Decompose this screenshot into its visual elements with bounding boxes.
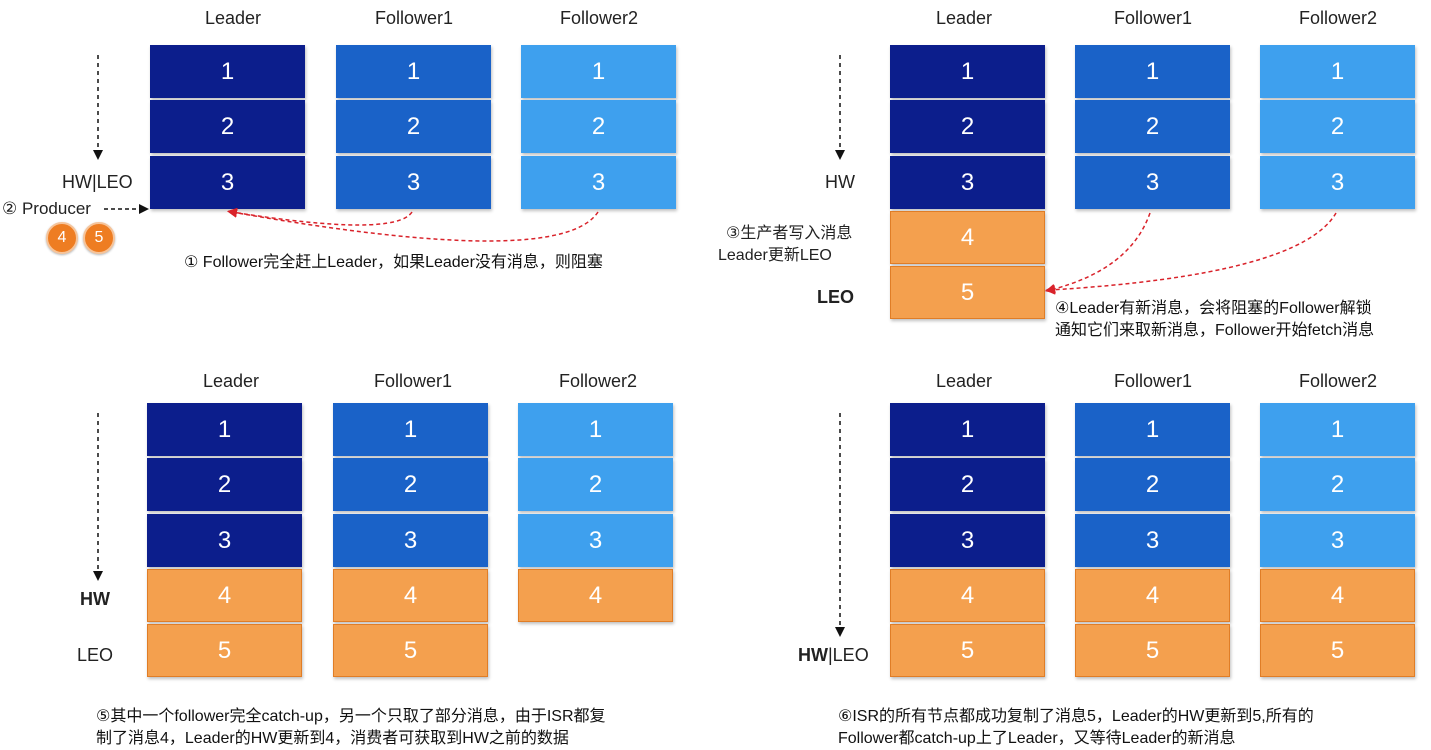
panel4-header-leader: Leader — [935, 371, 993, 391]
panel1-follower1-msg: 3 — [336, 156, 491, 209]
panel3-leader-new-msg: 4 — [147, 569, 302, 622]
panel1-leader-msg: 3 — [150, 156, 305, 209]
panel4-leader-new-msg: 4 — [890, 569, 1045, 622]
panel3-header-follower2: Follower2 — [558, 371, 638, 391]
panel2-fetch-arrow-follower2 — [1045, 212, 1337, 295]
panel4-header-follower1: Follower1 — [1113, 371, 1193, 391]
panel3-follower2-new-msg: 4 — [518, 569, 673, 622]
panel1-note: ① Follower完全赶上Leader，如果Leader没有消息，则阻塞 — [184, 254, 603, 271]
panel4-leader-msg: 2 — [890, 458, 1045, 511]
panel3-follower2-msg: 2 — [518, 458, 673, 511]
panel2-leader-new-msg: 4 — [890, 211, 1045, 264]
panel2-leader-msg: 3 — [890, 156, 1045, 209]
panel2-follower2-msg: 2 — [1260, 100, 1415, 153]
panel4-hw-label: HW — [798, 645, 828, 665]
panel3-follower1-msg: 1 — [333, 403, 488, 456]
panel2-leo-label: LEO — [817, 287, 855, 307]
panel3-note-line2: 制了消息4，Leader的HW更新到4，消费者可获取到HW之前的数据 — [96, 730, 569, 747]
panel4-follower1-new-msg: 4 — [1075, 569, 1230, 622]
panel2-header-follower1: Follower1 — [1113, 8, 1193, 28]
panel3-hw-label: HW — [80, 589, 110, 609]
panel4-follower1-msg: 1 — [1075, 403, 1230, 456]
panel3-header-follower1: Follower1 — [373, 371, 453, 391]
panel1-header-follower1: Follower1 — [374, 8, 454, 28]
panel4-leader-new-msg: 5 — [890, 624, 1045, 677]
panel4-follower1-new-msg: 5 — [1075, 624, 1230, 677]
panel1-follower2-msg: 1 — [521, 45, 676, 98]
panel4-leo-label: |LEO — [828, 645, 869, 665]
panel2-fetch-arrow-follower1 — [1045, 212, 1151, 294]
panel4-note-line2: Follower都catch-up上了Leader，又等待Leader的新消息 — [838, 730, 1236, 747]
panel4-follower2-msg: 3 — [1260, 514, 1415, 567]
panel2-hw-label: HW — [825, 172, 855, 192]
panel3-follower2-msg: 3 — [518, 514, 673, 567]
panel1-follower1-msg: 1 — [336, 45, 491, 98]
panel1-hw-leo-label: HW|LEO — [62, 172, 133, 192]
panel2-leader-msg: 2 — [890, 100, 1045, 153]
panel1-pending-message-badge: 4 — [46, 222, 78, 254]
panel3-follower1-new-msg: 5 — [333, 624, 488, 677]
panel1-header-leader: Leader — [204, 8, 262, 28]
panel2-header-follower2: Follower2 — [1298, 8, 1378, 28]
panel4-note-line1: ⑥ISR的所有节点都成功复制了消息5，Leader的HW更新到5,所有的 — [838, 708, 1314, 725]
panel2-note-line2: 通知它们来取新消息，Follower开始fetch消息 — [1055, 322, 1375, 339]
panel1-pending-message-badge: 5 — [83, 222, 115, 254]
panel2-leader-msg: 1 — [890, 45, 1045, 98]
panel2-follower2-msg: 3 — [1260, 156, 1415, 209]
panel1-follower2-msg: 2 — [521, 100, 676, 153]
panel3-leader-msg: 1 — [147, 403, 302, 456]
panel3-leader-msg: 3 — [147, 514, 302, 567]
panel2-write-label-line1: ③生产者写入消息 — [726, 225, 853, 242]
panel4-follower1-msg: 2 — [1075, 458, 1230, 511]
panel4-follower2-msg: 2 — [1260, 458, 1415, 511]
panel1-producer-label: ② Producer — [2, 199, 91, 218]
panel3-follower1-new-msg: 4 — [333, 569, 488, 622]
panel3-follower2-msg: 1 — [518, 403, 673, 456]
panel1-fetch-arrow-follower2 — [227, 207, 599, 242]
panel2-follower2-msg: 1 — [1260, 45, 1415, 98]
panel3-follower1-msg: 3 — [333, 514, 488, 567]
panel3-leader-new-msg: 5 — [147, 624, 302, 677]
panel2-follower1-msg: 1 — [1075, 45, 1230, 98]
panel1-fetch-arrow-follower1 — [227, 207, 413, 226]
panel1-header-follower2: Follower2 — [559, 8, 639, 28]
panel2-header-leader: Leader — [935, 8, 993, 28]
panel3-leader-msg: 2 — [147, 458, 302, 511]
panel2-follower1-msg: 2 — [1075, 100, 1230, 153]
panel4-follower2-new-msg: 5 — [1260, 624, 1415, 677]
panel4-follower2-msg: 1 — [1260, 403, 1415, 456]
panel2-follower1-msg: 3 — [1075, 156, 1230, 209]
panel4-leader-msg: 3 — [890, 514, 1045, 567]
panel2-note-line1: ④Leader有新消息，会将阻塞的Follower解锁 — [1055, 300, 1372, 317]
panel4-leader-msg: 1 — [890, 403, 1045, 456]
panel4-follower2-new-msg: 4 — [1260, 569, 1415, 622]
panel3-leo-label: LEO — [77, 645, 114, 665]
panel1-follower2-msg: 3 — [521, 156, 676, 209]
panel3-note-line1: ⑤其中一个follower完全catch-up，另一个只取了部分消息，由于ISR… — [96, 708, 606, 725]
panel1-leader-msg: 1 — [150, 45, 305, 98]
panel3-follower1-msg: 2 — [333, 458, 488, 511]
panel4-follower1-msg: 3 — [1075, 514, 1230, 567]
panel2-leader-new-msg: 5 — [890, 266, 1045, 319]
panel1-leader-msg: 2 — [150, 100, 305, 153]
panel4-hw-leo-label: HW|LEO — [798, 645, 869, 666]
panel1-follower1-msg: 2 — [336, 100, 491, 153]
panel4-header-follower2: Follower2 — [1298, 371, 1378, 391]
panel3-header-leader: Leader — [202, 371, 260, 391]
panel2-write-label-line2: Leader更新LEO — [718, 247, 832, 264]
